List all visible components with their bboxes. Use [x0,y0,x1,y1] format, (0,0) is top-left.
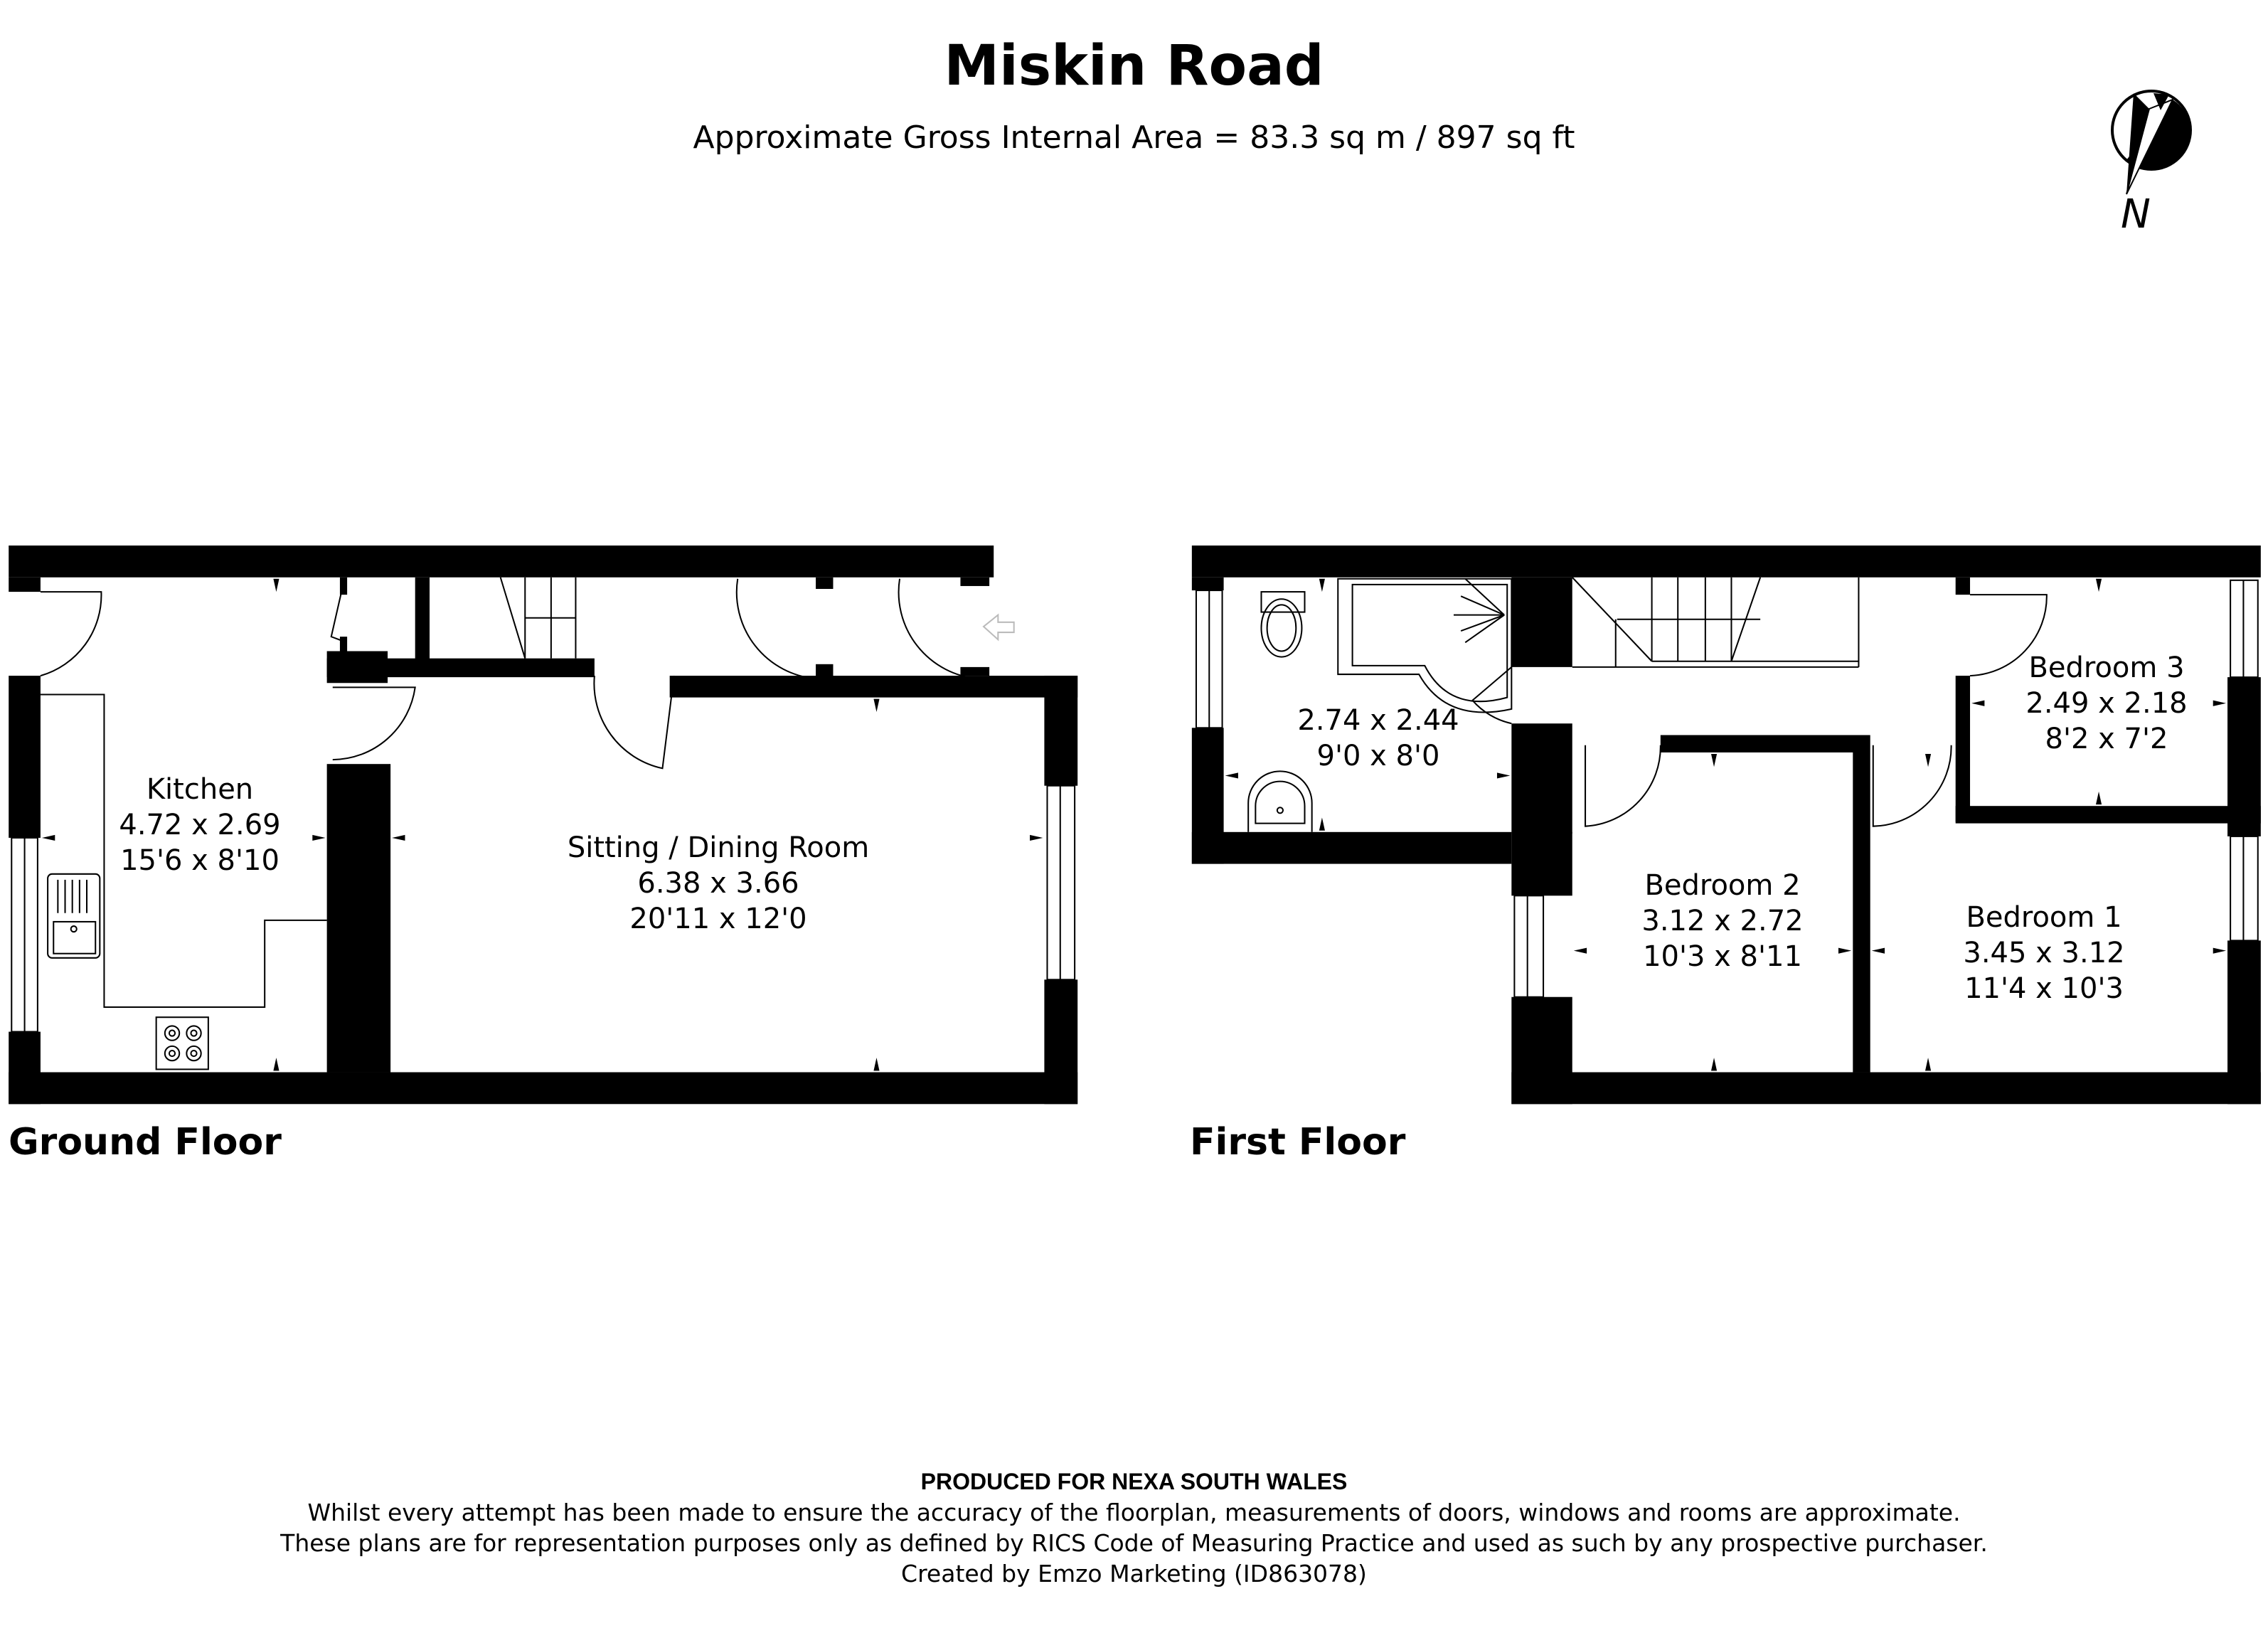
basin-icon [1247,770,1313,832]
room-label-bedroom-2: Bedroom 2 3.12 x 2.72 10'3 x 8'11 [1641,868,1803,974]
room-name: Bedroom 3 [2028,652,2185,684]
first-floor-lines [1195,577,2259,998]
hob-icon [155,1016,209,1070]
room-name: Kitchen [146,773,254,806]
room-size-metric: 2.74 x 2.44 [1297,704,1459,737]
room-label-bathroom: 2.74 x 2.44 9'0 x 8'0 [1297,703,1459,774]
ground-floor-plan [9,545,1078,1105]
ground-floor-lines [11,577,1076,1033]
room-size-imperial: 11'4 x 10'3 [1964,972,2124,1005]
page-title: Miskin Road [944,34,1324,98]
room-label-kitchen: Kitchen 4.72 x 2.69 15'6 x 8'10 [119,772,280,878]
gross-internal-area: Approximate Gross Internal Area = 83.3 s… [693,119,1575,156]
room-name: Bedroom 1 [1966,901,2122,934]
room-name: Sitting / Dining Room [567,831,870,864]
room-label-sitting-dining-room: Sitting / Dining Room 6.38 x 3.66 20'11 … [568,830,869,937]
disclaimer-footer: PRODUCED FOR NEXA SOUTH WALES Whilst eve… [0,1467,2268,1589]
room-size-metric: 3.45 x 3.12 [1963,937,2125,969]
ground-dimension-arrows [41,578,1043,1071]
room-size-imperial: 8'2 x 7'2 [2045,723,2168,755]
produced-for: PRODUCED FOR NEXA SOUTH WALES [920,1469,1348,1494]
room-size-metric: 6.38 x 3.66 [637,867,799,900]
floor-label-ground: Ground Floor [9,1121,282,1164]
floor-label-first: First Floor [1190,1121,1406,1164]
room-label-bedroom-3: Bedroom 3 2.49 x 2.18 8'2 x 7'2 [2025,650,2187,757]
room-size-metric: 4.72 x 2.69 [119,809,281,841]
compass-n-label: N [2121,191,2151,231]
first-dimension-arrows [1225,578,2227,1071]
room-size-imperial: 15'6 x 8'10 [120,844,279,877]
disclaimer-line-2: These plans are for representation purpo… [280,1529,1988,1557]
room-size-metric: 3.12 x 2.72 [1641,905,1804,937]
room-label-bedroom-1: Bedroom 1 3.45 x 3.12 11'4 x 10'3 [1963,900,2124,1006]
room-size-imperial: 10'3 x 8'11 [1643,940,1802,973]
room-name: Bedroom 2 [1644,869,1801,902]
toilet-icon [1260,591,1306,658]
disclaimer-line-1: Whilst every attempt has been made to en… [307,1499,1961,1526]
kitchen-sink-icon [47,873,101,959]
first-floor-plan [1191,545,2261,1105]
room-size-metric: 2.49 x 2.18 [2025,687,2188,720]
bath-shower-icon [1337,578,1513,713]
north-arrow-icon: N [2105,89,2198,238]
room-size-imperial: 9'0 x 8'0 [1316,740,1440,772]
credit-line: Created by Emzo Marketing (ID863078) [901,1560,1367,1588]
room-size-imperial: 20'11 x 12'0 [629,903,807,935]
